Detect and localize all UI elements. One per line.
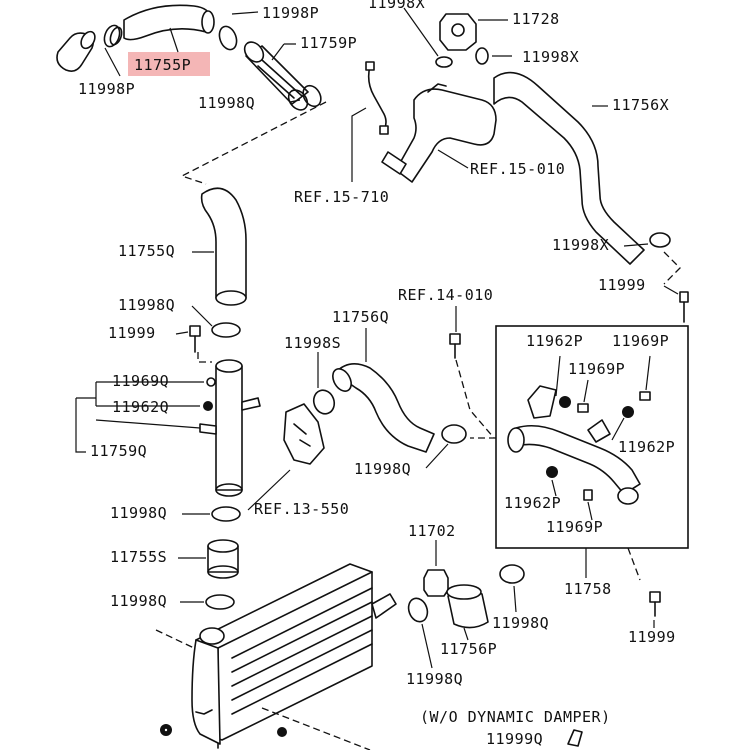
- bolt-11999q: [567, 729, 583, 747]
- clamp-11998p-left: [103, 24, 123, 48]
- label-11998x-right: 11998X: [552, 236, 609, 254]
- clamp-11998s: [312, 389, 336, 415]
- hose-11756p: [446, 584, 489, 629]
- label-11998x-top: 11998X: [368, 0, 425, 12]
- label-11756q: 11756Q: [332, 308, 389, 326]
- bolt-bottom-left: [160, 724, 172, 736]
- fitting-11702: [423, 569, 449, 597]
- label-11962p-3: 11962P: [504, 494, 561, 512]
- clamp-11998q-bottom-left: [407, 597, 429, 623]
- bracket-ref-13-550: [283, 403, 325, 465]
- grommet-11969p-b: [639, 391, 651, 401]
- hose-11755s: [207, 539, 239, 579]
- label-11998q-c: 11998Q: [110, 504, 167, 522]
- label-11756x: 11756X: [612, 96, 669, 114]
- grommet-11969q: [206, 377, 216, 387]
- highlight-box: [128, 52, 210, 76]
- label-ref-15-710: REF.15-710: [294, 188, 389, 206]
- air-intake-ref-15-010: [381, 83, 497, 183]
- label-11999-bottom: 11999: [628, 628, 676, 646]
- label-11755s: 11755S: [110, 548, 167, 566]
- label-11998q-top: 11998Q: [198, 94, 255, 112]
- clamp-11998x-mid: [475, 47, 489, 65]
- label-ref-15-010: REF.15-010: [470, 160, 565, 178]
- label-11759q: 11759Q: [90, 442, 147, 460]
- clamp-11998q-left-b: [211, 506, 241, 522]
- clamp-11998q-mid: [441, 424, 467, 444]
- label-11969q: 11969Q: [112, 372, 169, 390]
- label-11998s: 11998S: [284, 334, 341, 352]
- label-11969p-1: 11969P: [612, 332, 669, 350]
- hose-ref-15-710: [365, 61, 389, 135]
- label-11998q-d: 11998Q: [110, 592, 167, 610]
- grommet-11969p-c: [583, 489, 593, 501]
- collar-11962p-b: [622, 406, 634, 418]
- pipe-11759p: [243, 41, 309, 111]
- collar-11962p-a: [559, 396, 571, 408]
- label-11755p: 11755P: [134, 56, 191, 74]
- label-11998q-b: 11998Q: [354, 460, 411, 478]
- label-11759p: 11759P: [300, 34, 357, 52]
- label-11998x-mid: 11998X: [522, 48, 579, 66]
- label-ref-13-550: REF.13-550: [254, 500, 349, 518]
- label-11728: 11728: [512, 10, 560, 28]
- clamp-11998x-right: [649, 232, 671, 248]
- label-11999q: 11999Q: [486, 730, 543, 748]
- clamp-11998p-top: [218, 25, 238, 51]
- intercooler: [191, 563, 397, 749]
- label-11962q: 11962Q: [112, 398, 169, 416]
- fitting-11728: [439, 13, 477, 51]
- label-note-dynamic-damper: (W/O DYNAMIC DAMPER): [420, 708, 611, 726]
- pipe-11758: [507, 385, 641, 505]
- bolt-11999-right: [679, 291, 689, 323]
- label-11962p-2: 11962P: [618, 438, 675, 456]
- label-11758: 11758: [564, 580, 612, 598]
- bolt-11999-left: [189, 325, 201, 353]
- pipe-11759q: [199, 359, 261, 497]
- grommet-11969p-a: [577, 403, 589, 413]
- hose-11755q: [200, 187, 247, 306]
- label-ref-14-010: REF.14-010: [398, 286, 493, 304]
- label-11969p-2: 11969P: [568, 360, 625, 378]
- collar-11962p-c: [546, 466, 558, 478]
- bolt-ref-14-010: [449, 333, 461, 359]
- collar-11962q: [203, 401, 213, 411]
- clamp-11998q-left-c: [205, 594, 235, 610]
- part-elbow-top-left: [56, 30, 96, 72]
- clamp-11998q-bottom-right: [499, 564, 525, 584]
- hose-11755p: [123, 4, 215, 41]
- clamp-11998q-left-a: [211, 322, 241, 338]
- label-11998q-f: 11998Q: [406, 670, 463, 688]
- assembly-box-11758: [495, 325, 689, 549]
- label-11756p: 11756P: [440, 640, 497, 658]
- hose-11756x: [493, 71, 645, 265]
- label-11998p-top: 11998P: [262, 4, 319, 22]
- label-11755q: 11755Q: [118, 242, 175, 260]
- label-11998q-e: 11998Q: [492, 614, 549, 632]
- label-11999-right: 11999: [598, 276, 646, 294]
- label-11969p-3: 11969P: [546, 518, 603, 536]
- label-11998p-left: 11998P: [78, 80, 135, 98]
- label-11998q-a: 11998Q: [118, 296, 175, 314]
- clamp-11998q-top: [302, 84, 322, 108]
- label-11962p-1: 11962P: [526, 332, 583, 350]
- label-11999-left: 11999: [108, 324, 156, 342]
- bolt-bottom-mid: [277, 727, 287, 737]
- bolt-11999-bottom: [649, 591, 661, 617]
- hose-11756q: [332, 363, 435, 453]
- clamp-11998x-top: [435, 56, 453, 68]
- label-11702: 11702: [408, 522, 456, 540]
